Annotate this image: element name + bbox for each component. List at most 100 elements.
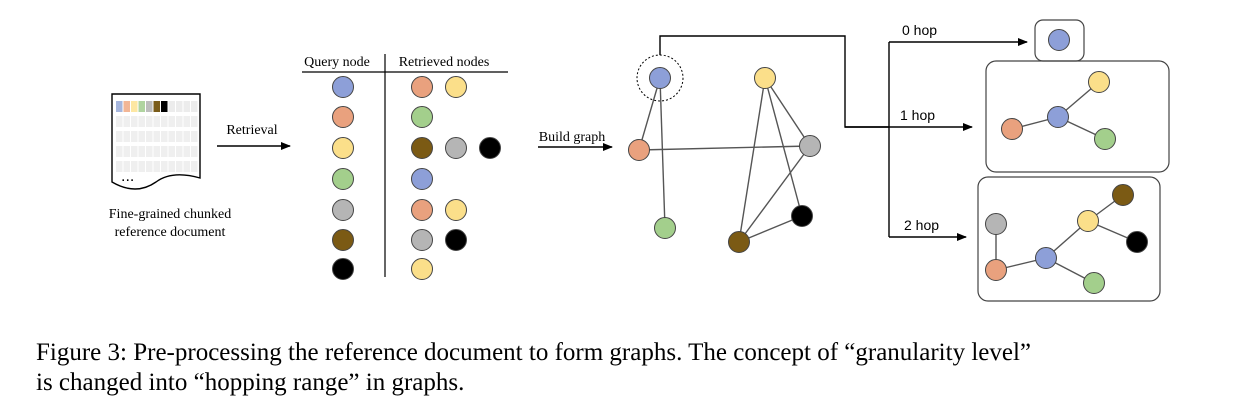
query-node-header: Query node [304,55,370,70]
retrieved-node-yellow [445,199,467,221]
hop2-node-gray [985,213,1007,235]
placeholder-cell [123,161,130,172]
reference-document-icon: ... [111,93,201,190]
hop0-label: 0 hop [902,22,937,38]
placeholder-cell [161,161,168,172]
graph-edge-yellow-gray [764,77,811,147]
retrieved-node-green [411,106,433,128]
main-graph-edges [638,77,811,243]
graph-node-gray [799,135,821,157]
placeholder-cell [168,101,175,112]
placeholder-cell [146,131,153,142]
hop2-node-green [1083,272,1105,294]
placeholder-cell [168,116,175,127]
placeholder-cell [161,146,168,157]
document-placeholder-lines [116,101,198,172]
hop1-node-orange [1001,118,1023,140]
query-node-orange [332,106,354,128]
retrieved-node-black [479,137,501,159]
placeholder-cell [183,101,190,112]
hop2-node-black [1126,231,1148,253]
placeholder-cell [183,116,190,127]
main-graph-nodes [628,67,821,253]
strip-swatch [153,101,160,112]
hop-connector [659,35,1028,241]
retrieved-nodes-header: Retrieved nodes [399,55,490,70]
placeholder-cell [183,131,190,142]
placeholder-cell [191,131,198,142]
placeholder-cell [146,161,153,172]
placeholder-cell [116,161,123,172]
hop1-box [985,60,1170,173]
placeholder-cell [138,146,145,157]
hop2-box [977,176,1161,302]
placeholder-cell [146,146,153,157]
placeholder-cell [116,131,123,142]
retrieved-node-yellow [411,258,433,280]
graph-node-orange [628,139,650,161]
strip-swatch [116,101,123,112]
graph-edge-orange-gray [638,145,811,151]
placeholder-cell [138,116,145,127]
graph-node-green [654,217,676,239]
placeholder-cell [146,116,153,127]
retrieved-node-orange [411,199,433,221]
graph-edge-yellow-black [764,77,803,217]
hop1-node-green [1094,128,1116,150]
graph-edge-brown-black [738,215,803,243]
placeholder-cell [191,161,198,172]
retrieved-node-gray [411,229,433,251]
placeholder-cell [191,116,198,127]
placeholder-cell [116,146,123,157]
placeholder-cell [183,146,190,157]
placeholder-cell [123,146,130,157]
graph-node-blue [649,67,671,89]
placeholder-cell [138,161,145,172]
placeholder-cell [123,131,130,142]
placeholder-cell [176,116,183,127]
placeholder-cell [183,161,190,172]
strip-swatch [123,101,130,112]
placeholder-cell [168,146,175,157]
hop2-node-brown [1112,184,1134,206]
strip-swatch [131,101,138,112]
graph-node-yellow [754,67,776,89]
retrieved-node-black [445,229,467,251]
placeholder-cell [176,146,183,157]
query-node-yellow [332,137,354,159]
graph-edge-gray-brown [738,145,811,243]
placeholder-cell [131,161,138,172]
placeholder-cell [191,101,198,112]
hop2-node-blue [1035,247,1057,269]
query-node-brown [332,229,354,251]
placeholder-cell [176,131,183,142]
selected-node-highlight [636,54,684,102]
document-label-line2: reference document [115,225,226,240]
placeholder-cell [131,116,138,127]
retrieved-node-orange [411,76,433,98]
query-node-black [332,258,354,280]
build-graph-label: Build graph [539,130,606,145]
placeholder-cell [153,131,160,142]
placeholder-cell [168,161,175,172]
placeholder-cell [123,116,130,127]
document-color-strip [116,101,168,112]
retrieved-node-brown [411,137,433,159]
hop1-node-yellow [1088,71,1110,93]
table-nodes [332,76,501,280]
retrieved-node-gray [445,137,467,159]
retrieval-label: Retrieval [226,123,277,138]
hop-subgraphs [985,29,1148,294]
graph-edge-blue-green [659,77,666,229]
document-label-line1: Fine-grained chunked [109,207,231,222]
strip-swatch [146,101,153,112]
graph-node-brown [728,231,750,253]
placeholder-cell [191,146,198,157]
hop2-node-yellow [1077,210,1099,232]
graph-edge-yellow-brown [738,77,766,243]
caption-line2: is changed into “hopping range” in graph… [36,369,465,396]
figure-caption: Figure 3: Pre-processing the reference d… [36,338,1236,398]
placeholder-cell [153,146,160,157]
placeholder-cell [176,161,183,172]
retrieved-node-yellow [445,76,467,98]
